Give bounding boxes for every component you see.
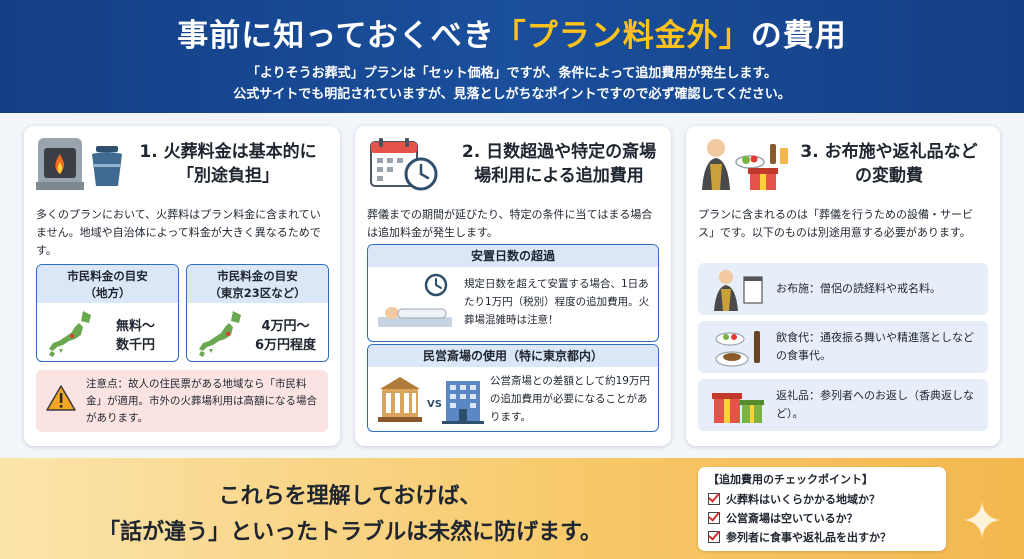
private-hall-box: 民営斎場の使用（特に東京都内） VS 公営斎場との差額として約19万円の追加費用…	[367, 344, 659, 432]
checklist-item-text: 参列者に食事や返礼品を出すか？	[726, 531, 891, 544]
checkbox-checked-icon	[708, 512, 720, 524]
private-hall-heading: 民営斎場の使用（特に東京都内）	[368, 345, 658, 367]
fee-box-tokyo-heading-line-1: 市民料金の目安	[217, 269, 298, 283]
title-pre: 事前に知っておくべき	[177, 18, 495, 54]
checklist-item: 火葬料はいくらかかる地域か？	[708, 491, 880, 507]
list-item-return-gift-text: 返礼品：参列者へのお返し（香典返しなど）。	[776, 389, 974, 420]
title-post: の費用	[750, 18, 847, 54]
japan-map-icon	[199, 311, 241, 357]
storage-days-box: 安置日数の超過 規定日数を超えて安置する場合、1日あたり1万円（税別）程度の追加…	[367, 244, 659, 342]
panel-2-header: 2. 日数超過や特定の斎場 場利用による追加費用	[355, 126, 671, 192]
monk-envelope-icon	[714, 270, 763, 311]
panel-3-header: 3. お布施や返礼品など の変動費	[686, 126, 1000, 192]
list-item-return-gift: 返礼品：参列者へのお返し（香典返しなど）。	[698, 379, 988, 431]
panel-3-title-line-1: 3. お布施や返礼品など	[800, 142, 978, 162]
person-resting-clock-icon	[378, 273, 452, 327]
warning-triangle-icon	[46, 385, 76, 411]
panel-2-title: 2. 日数超過や特定の斎場 場利用による追加費用	[455, 140, 663, 188]
checklist-item: 公営斎場は空いているか？	[708, 510, 858, 526]
checkbox-checked-icon	[708, 493, 720, 505]
fee-box-tokyo: 市民料金の目安 （東京23区など） 4万円〜 6万円程度	[186, 264, 329, 362]
panel-cremation-fee: 1. 火葬料金は基本的に 「別途負担」 多くのプランにおいて、火葬料はプラン料金…	[24, 126, 340, 446]
panel-1-title-line-1: 1. 火葬料金は基本的に	[139, 142, 317, 162]
bottom-message-line-2: 「話が違う」といったトラブルは未然に防げます。	[98, 520, 602, 545]
fee-box-tokyo-value-line-1: 4万円〜	[261, 319, 310, 334]
fee-box-tokyo-value: 4万円〜 6万円程度	[247, 317, 324, 355]
panel-1-note: 注意点：故人の住民票がある地域なら「市民料金」が適用。市外の火葬場利用は高額にな…	[36, 370, 328, 432]
checklist-item-text: 公営斎場は空いているか？	[726, 512, 858, 525]
panel-1-note-text: 注意点：故人の住民票がある地域なら「市民料金」が適用。市外の火葬場利用は高額にな…	[86, 378, 317, 424]
page-title: 事前に知っておくべき「プラン料金外」の費用	[0, 10, 1024, 55]
checklist-box: 【追加費用のチェックポイント】 火葬料はいくらかかる地域か？ 公営斎場は空いてい…	[698, 467, 946, 551]
food-and-drink-icon	[715, 331, 760, 367]
panel-1-title-line-2: 「別途負担」	[177, 166, 279, 186]
gift-box-icon	[712, 393, 764, 423]
list-item-offering-text: お布施：僧侶の読経料や戒名料。	[776, 282, 941, 295]
checklist-item-text: 火葬料はいくらかかる地域か？	[726, 493, 880, 506]
fee-box-local-heading-line-2: （地方）	[84, 286, 131, 300]
fee-box-local-heading: 市民料金の目安 （地方）	[37, 265, 178, 303]
panel-3-title: 3. お布施や返礼品など の変動費	[786, 140, 992, 188]
storage-days-text: 規定日数を超えて安置する場合、1日あたり1万円（税別）程度の追加費用。火葬場混雑…	[464, 278, 650, 326]
bottom-message-line-1: これらを理解しておけば、	[218, 484, 482, 509]
fee-box-tokyo-heading: 市民料金の目安 （東京23区など）	[187, 265, 328, 303]
calendar-and-clock-icon	[370, 138, 438, 191]
public-vs-private-hall-icon: VS	[378, 377, 484, 424]
checklist-item: 参列者に食事や返礼品を出すか？	[708, 529, 891, 545]
sparkle-icon	[964, 502, 1000, 538]
panel-1-description: 多くのプランにおいて、火葬料はプラン料金に含まれていません。地域や自治体によって…	[36, 208, 321, 257]
fee-box-tokyo-heading-line-2: （東京23区など）	[209, 286, 306, 300]
fee-box-local: 市民料金の目安 （地方） 無料〜 数千円	[36, 264, 179, 362]
panel-additional-cost: 2. 日数超過や特定の斎場 場利用による追加費用 葬儀までの期間が延びたり、特定…	[355, 126, 671, 446]
list-item-food-text: 飲食代：通夜振る舞いや精進落としなどの食事代。	[776, 331, 974, 362]
cremation-furnace-and-urn-icon	[36, 138, 122, 190]
title-highlight: 「プラン料金外」	[494, 18, 751, 54]
panel-1-title: 1. 火葬料金は基本的に 「別途負担」	[124, 140, 332, 188]
fee-box-tokyo-value-line-2: 6万円程度	[254, 338, 317, 353]
panel-2-description: 葬儀までの期間が延びたり、特定の条件に当てはまる場合は追加料金が発生します。	[367, 208, 653, 239]
storage-days-heading: 安置日数の超過	[368, 245, 658, 267]
list-item-food: 飲食代：通夜振る舞いや精進落としなどの食事代。	[698, 321, 988, 373]
japan-map-icon	[49, 311, 91, 357]
monk-food-gift-icon	[702, 139, 788, 190]
header-banner: 事前に知っておくべき「プラン料金外」の費用 「よりそうお葬式」プランは「セット価…	[0, 0, 1024, 113]
fee-box-local-value-line-2: 数千円	[115, 338, 155, 353]
fee-box-local-heading-line-1: 市民料金の目安	[67, 269, 148, 283]
panel-variable-costs: 3. お布施や返礼品など の変動費 プランに含まれるのは「葬儀を行うための設備・…	[686, 126, 1000, 446]
panel-3-title-line-2: の変動費	[855, 166, 923, 186]
checklist-heading: 【追加費用のチェックポイント】	[708, 473, 873, 486]
vs-label: VS	[427, 399, 442, 410]
fee-box-local-value: 無料〜 数千円	[97, 317, 174, 355]
panel-3-description: プランに含まれるのは「葬儀を行うための設備・サービス」です。以下のものは別途用意…	[698, 208, 973, 239]
panel-2-title-line-1: 2. 日数超過や特定の斎場	[461, 142, 657, 162]
private-hall-text: 公営斎場との差額として約19万円の追加費用が必要になることがあります。	[490, 375, 650, 423]
panel-1-header: 1. 火葬料金は基本的に 「別途負担」	[24, 126, 340, 192]
checkbox-checked-icon	[708, 531, 720, 543]
subtitle-line-1: 「よりそうお葬式」プランは「セット価格」ですが、条件によって追加費用が発生します…	[246, 66, 778, 81]
fee-box-local-value-line-1: 無料〜	[115, 319, 155, 334]
subtitle-line-2: 公式サイトでも明記されていますが、見落としがちなポイントですので必ず確認してくだ…	[233, 87, 791, 102]
panel-2-title-line-2: 場利用による追加費用	[474, 166, 644, 186]
list-item-offering: お布施：僧侶の読経料や戒名料。	[698, 263, 988, 315]
